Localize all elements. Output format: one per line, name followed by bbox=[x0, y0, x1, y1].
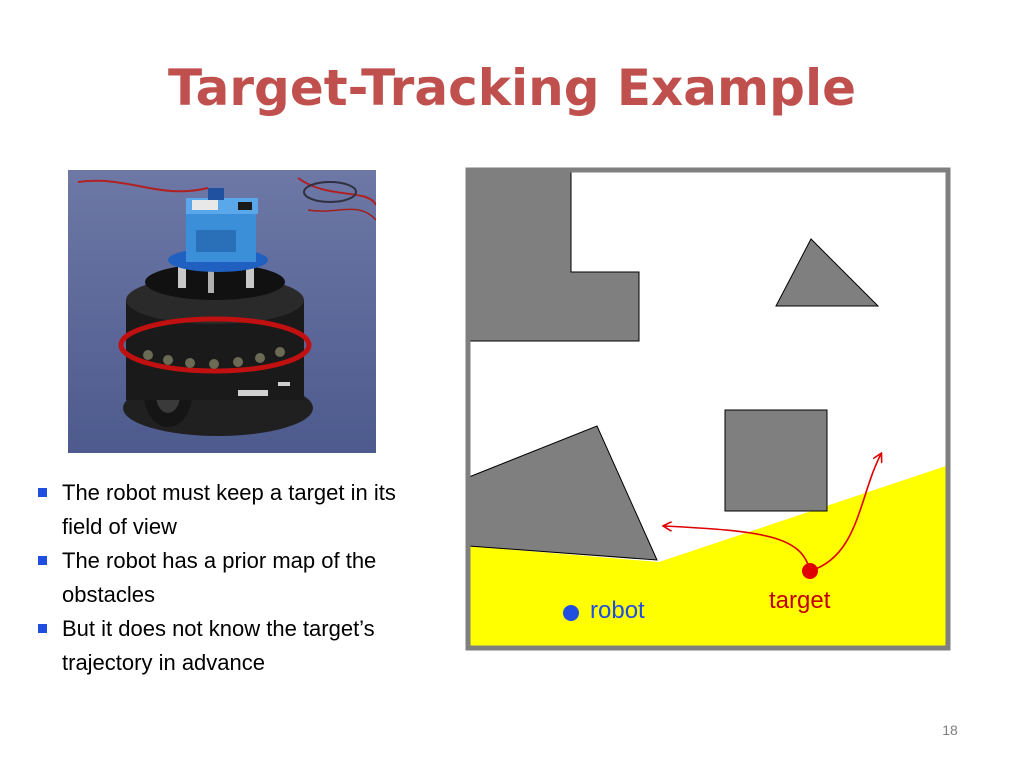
robot-marker-icon bbox=[563, 605, 579, 621]
bullet-item: The robot must keep a target in its fiel… bbox=[38, 476, 418, 544]
workspace-border bbox=[465, 167, 951, 651]
bullet-marker-icon bbox=[38, 556, 47, 565]
bullet-marker-icon bbox=[38, 488, 47, 497]
bullet-marker-icon bbox=[38, 624, 47, 633]
target-path-up bbox=[809, 454, 881, 572]
slide-title: Target-Tracking Example bbox=[168, 59, 856, 117]
bullet-item: But it does not know the target’s trajec… bbox=[38, 612, 418, 680]
target-marker-icon bbox=[802, 563, 818, 579]
tracking-diagram: robot target bbox=[465, 167, 951, 651]
obstacle-triangle bbox=[775, 238, 880, 307]
target-label: target bbox=[769, 587, 831, 614]
bullet-text: The robot must keep a target in its fiel… bbox=[62, 480, 396, 539]
target-path-left bbox=[664, 526, 811, 572]
bullet-item: The robot has a prior map of the obstacl… bbox=[38, 544, 418, 612]
robot-label: robot bbox=[590, 597, 645, 624]
bullet-text: But it does not know the target’s trajec… bbox=[62, 616, 375, 675]
page-number: 18 bbox=[942, 722, 958, 738]
robot-photo bbox=[68, 170, 376, 453]
bullet-text: The robot has a prior map of the obstacl… bbox=[62, 548, 377, 607]
obstacle-square bbox=[724, 409, 828, 512]
bullet-list: The robot must keep a target in its fiel… bbox=[38, 476, 418, 680]
